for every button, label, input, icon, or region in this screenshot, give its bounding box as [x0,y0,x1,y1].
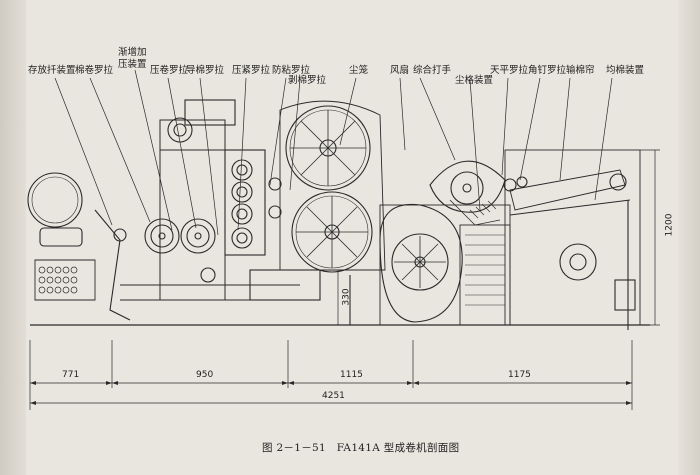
label-gradual-press-1: 渐增加 [118,47,147,58]
page-edge-right [678,0,700,475]
label-calender-roller: 压卷罗拉 [150,65,189,76]
label-lap-roller: 棉卷罗拉 [75,65,114,76]
dim-total-4251: 4251 [322,391,345,401]
binding-shadow-left [0,0,26,475]
label-beater: 综合打手 [413,65,452,76]
label-fan: 风扇 [390,65,410,76]
label-stripping-roller: 剥棉罗拉 [288,75,327,86]
label-lattice: 输棉帘 [566,65,595,76]
label-compact-roller: 压紧罗拉 [232,65,271,76]
label-anti-stick-roller: 防粘罗拉 [272,65,311,76]
figure-caption: 图 2－1－51 FA141A 型成卷机剖面图 [262,442,460,454]
label-grid-bars: 尘格装置 [455,75,494,86]
label-gradual-press-2: 压装置 [118,59,147,70]
label-spiked-roller: 角钉罗拉 [528,65,567,76]
leader-lines [54,69,613,236]
dim-height-1200: 1200 [664,213,675,237]
dim-1175: 1175 [508,370,531,380]
label-evener: 均棉装置 [606,65,645,76]
label-storage-lever: 存放扦装置 [28,65,76,76]
dim-771: 771 [62,370,80,380]
label-cage: 尘笼 [349,65,369,76]
dim-950: 950 [196,370,214,380]
dim-drum-330: 330 [341,288,352,306]
label-guide-roller: 导棉罗拉 [186,65,225,76]
label-balance-roller: 天平罗拉 [490,65,529,76]
dim-1115: 1115 [340,370,363,380]
